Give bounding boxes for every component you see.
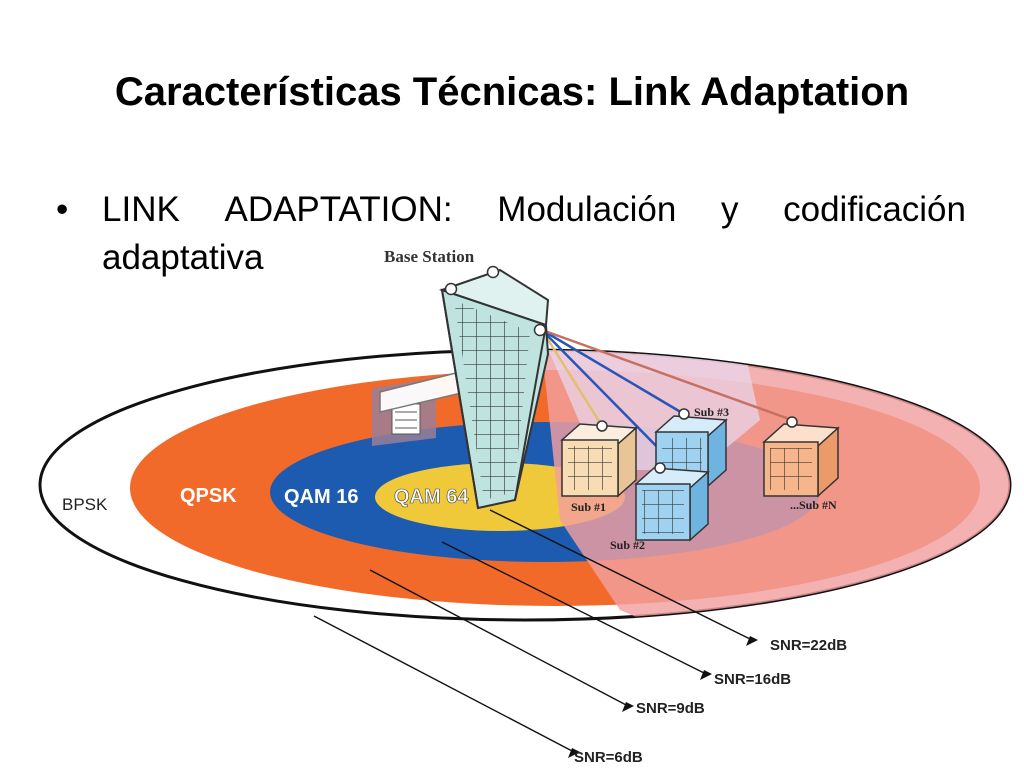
sub-3-label: Sub #3 <box>694 405 729 419</box>
sub-2-label: Sub #2 <box>610 538 645 552</box>
zone-label-qam16: QAM 16 <box>284 486 358 508</box>
bullet-dot: • <box>56 190 69 229</box>
base-station-tower <box>438 265 550 510</box>
bullet-line-1: LINK ADAPTATION: Modulación y codificaci… <box>102 186 966 234</box>
sub-n-label: ...Sub #N <box>790 498 837 512</box>
zone-label-qam64: QAM 64 <box>394 486 469 508</box>
bullet-word: LINK <box>102 190 180 229</box>
zone-label-qpsk: QPSK <box>180 485 237 507</box>
bullet-word: ADAPTATION: <box>224 190 453 229</box>
subscriber-2 <box>634 462 710 542</box>
snr-arrowheads <box>568 636 758 758</box>
bullet-word: Modulación <box>497 190 677 229</box>
bullet-word: codificación <box>783 190 966 229</box>
bullet-word: y <box>720 190 739 229</box>
bullet-line-2: adaptativa <box>102 238 264 277</box>
snr-label-9: SNR=9dB <box>636 700 705 717</box>
snr-label-6: SNR=6dB <box>574 749 643 766</box>
subscriber-1 <box>560 420 638 498</box>
base-station-label: Base Station <box>384 247 475 266</box>
snr-leaders <box>313 509 753 753</box>
subscriber-n <box>762 416 840 498</box>
snr-label-22: SNR=22dB <box>770 637 847 654</box>
link-lines <box>540 328 793 463</box>
sub-1-label: Sub #1 <box>571 500 606 514</box>
snr-label-16: SNR=16dB <box>714 671 791 688</box>
slide-title: Características Técnicas: Link Adaptatio… <box>114 70 910 114</box>
zone-label-bpsk: BPSK <box>62 495 108 514</box>
